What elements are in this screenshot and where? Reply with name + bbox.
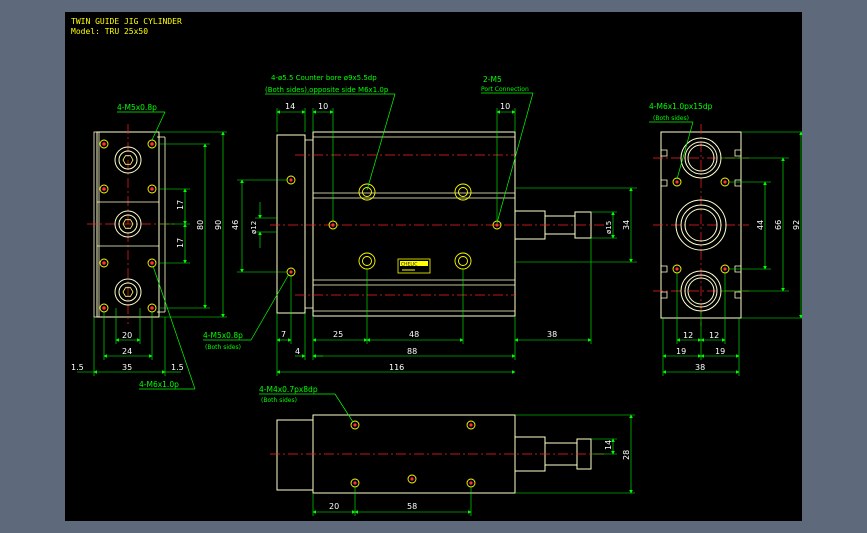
right-dim-92: 92	[792, 220, 801, 230]
front-dim-14: 14	[285, 102, 295, 111]
right-dim-12a: 12	[683, 331, 693, 340]
left-dim-17b: 17	[176, 238, 185, 248]
bottom-dim-14: 14	[604, 440, 613, 450]
left-dim-24: 24	[122, 347, 132, 356]
front-dim-46: 46	[231, 220, 240, 230]
cad-drawing: TWIN GUIDE JIG CYLINDER Model: TRU 25x50	[71, 17, 802, 516]
right-dim-38: 38	[695, 363, 705, 372]
bottom-callout-m4-sub: (Both sides)	[261, 397, 297, 404]
drawing-sheet[interactable]: TWIN GUIDE JIG CYLINDER Model: TRU 25x50	[65, 12, 802, 521]
front-dim-7: 7	[281, 330, 286, 339]
left-callout-bottom: 4-M6x1.0p	[139, 380, 179, 389]
front-dim-88: 88	[407, 347, 417, 356]
right-callout-top: 4-M6x1.0px15dp	[649, 102, 713, 111]
left-dim-35: 35	[122, 363, 132, 372]
front-dim-34: 34	[622, 220, 631, 230]
front-callout-counterbore: 4-ø5.5 Counter bore ø9x5.5dp	[271, 74, 377, 82]
right-dim-44: 44	[756, 220, 765, 230]
front-dim-48: 48	[409, 330, 419, 339]
front-callout-m5-side: 4-M5x0.8p	[203, 331, 243, 340]
front-dim-116: 116	[389, 363, 404, 372]
left-callout-top: 4-M5x0.8p	[117, 103, 157, 112]
front-callout-port-sub: Port Connection	[481, 86, 529, 93]
right-dim-19b: 19	[715, 347, 725, 356]
bottom-dim-28: 28	[622, 450, 631, 460]
front-dim-4: 4	[295, 347, 300, 356]
right-callout-top-sub: (Both sides)	[653, 115, 689, 122]
front-dim-12: ø12	[250, 221, 258, 234]
bottom-callout-m4: 4-M4x0.7px8dp	[259, 385, 318, 394]
left-dim-90: 90	[214, 220, 223, 230]
left-dim-1-5a: 1.5	[71, 363, 84, 372]
left-dim-1-5b: 1.5	[171, 363, 184, 372]
left-dim-80: 80	[196, 220, 205, 230]
bottom-dim-58: 58	[407, 502, 417, 511]
left-view: 4-M5x0.8p 4-M6x1.0p 17 17 80 90	[71, 103, 227, 390]
front-callout-port: 2-M5	[483, 75, 502, 84]
right-view: 4-M6x1.0px15dp (Both sides) 44 66 92	[649, 102, 802, 376]
bottom-dim-20: 20	[329, 502, 339, 511]
front-callout-counterbore-sub: (Both sides),opposite side M6x1.0p	[265, 86, 389, 94]
right-dim-19a: 19	[676, 347, 686, 356]
front-callout-m5-side-sub: (Both sides)	[205, 344, 241, 351]
drawing-title: TWIN GUIDE JIG CYLINDER	[71, 17, 182, 26]
front-dim-38: 38	[547, 330, 557, 339]
front-dim-15: ø15	[605, 221, 613, 234]
left-dim-17a: 17	[176, 200, 185, 210]
front-view: CHELIC 14 10 10 4-ø5.5 Counter bore ø9x5…	[203, 74, 637, 376]
drawing-model: Model: TRU 25x50	[71, 27, 148, 36]
right-dim-12b: 12	[709, 331, 719, 340]
front-label-plate: CHELIC	[401, 262, 417, 268]
right-dim-66: 66	[774, 220, 783, 230]
front-dim-10a: 10	[318, 102, 328, 111]
left-dim-20: 20	[122, 331, 132, 340]
front-dim-10b: 10	[500, 102, 510, 111]
front-dim-25: 25	[333, 330, 343, 339]
bottom-view: 4-M4x0.7px8dp (Both sides) 14 28 20 58	[259, 385, 635, 516]
